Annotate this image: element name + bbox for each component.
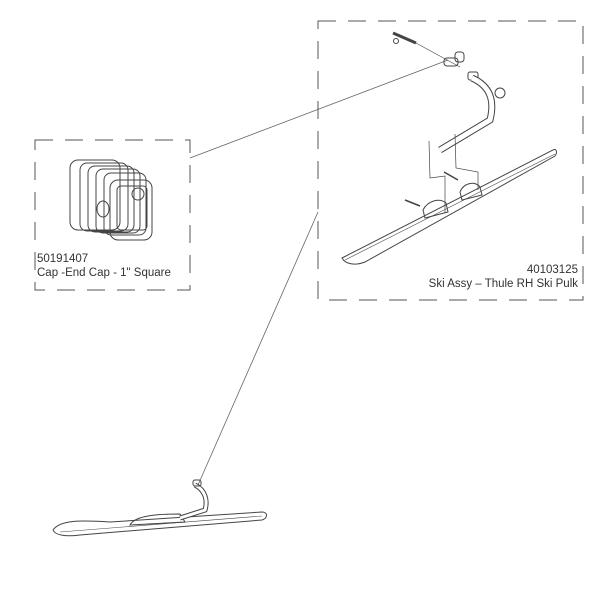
ski-assy-illustration [341, 31, 557, 265]
callout-box-ski-assy [317, 20, 584, 301]
part-number: 50191407 [37, 253, 89, 265]
callout-label-ski-assy: 40103125 Ski Assy – Thule RH Ski Pulk [429, 263, 578, 291]
callout-box-end-cap [34, 139, 191, 291]
leader-line-end-cap [189, 59, 449, 159]
end-cap-illustration [69, 159, 153, 241]
leader-line-ski-assy [197, 211, 319, 486]
callout-label-end-cap: 50191407 Cap -End Cap - 1" Square [37, 252, 171, 280]
part-description: Cap -End Cap - 1" Square [37, 267, 171, 279]
ski-overview-illustration [52, 479, 267, 537]
part-number: 40103125 [526, 264, 578, 276]
part-description: Ski Assy – Thule RH Ski Pulk [428, 278, 578, 290]
